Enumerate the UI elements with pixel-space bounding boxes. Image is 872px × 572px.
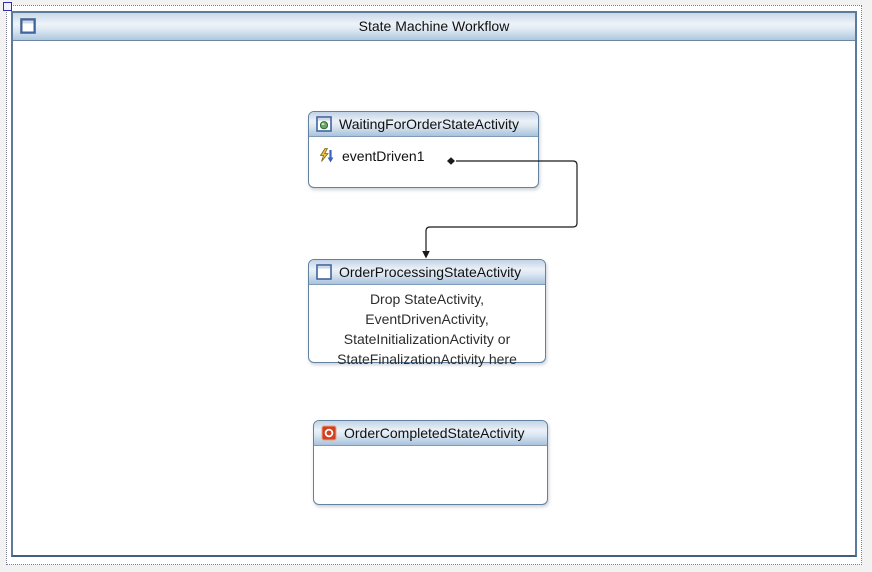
event-driven-icon xyxy=(319,148,335,164)
placeholder-line: EventDrivenActivity, xyxy=(365,311,489,327)
workflow-root-icon xyxy=(19,17,37,35)
placeholder-line: Drop StateActivity, xyxy=(369,291,485,307)
event-driven-label: eventDriven1 xyxy=(342,148,425,164)
placeholder-line: StateInitializationActivity or xyxy=(343,331,511,347)
state-body-empty[interactable] xyxy=(314,446,547,500)
connector-arrowhead-icon xyxy=(422,251,430,259)
design-canvas[interactable]: WaitingForOrderStateActivity eventDriven… xyxy=(13,40,855,555)
state-box-waiting[interactable]: WaitingForOrderStateActivity eventDriven… xyxy=(308,111,539,188)
state-title: OrderProcessingStateActivity xyxy=(339,264,522,280)
state-activity-window-icon xyxy=(316,264,332,280)
selection-handle[interactable] xyxy=(3,2,12,11)
state-title: OrderCompletedStateActivity xyxy=(344,425,525,441)
event-driven-item[interactable]: eventDriven1 xyxy=(319,148,538,164)
placeholder-line: StateFinalizationActivity here xyxy=(337,351,517,367)
drop-placeholder: Drop StateActivity, EventDrivenActivity,… xyxy=(309,289,545,369)
workflow-window[interactable]: State Machine Workflow WaitingForOrderSt… xyxy=(11,11,857,557)
workflow-title: State Machine Workflow xyxy=(358,18,510,34)
state-header-waiting[interactable]: WaitingForOrderStateActivity xyxy=(309,112,538,137)
state-header-processing[interactable]: OrderProcessingStateActivity xyxy=(309,260,545,285)
completed-state-icon xyxy=(321,425,337,441)
state-activity-icon xyxy=(316,116,332,132)
state-box-processing[interactable]: OrderProcessingStateActivity Drop StateA… xyxy=(308,259,546,367)
state-title: WaitingForOrderStateActivity xyxy=(339,116,519,132)
window-titlebar[interactable]: State Machine Workflow xyxy=(13,13,855,41)
state-header-completed[interactable]: OrderCompletedStateActivity xyxy=(314,421,547,446)
state-box-completed[interactable]: OrderCompletedStateActivity xyxy=(313,420,548,505)
